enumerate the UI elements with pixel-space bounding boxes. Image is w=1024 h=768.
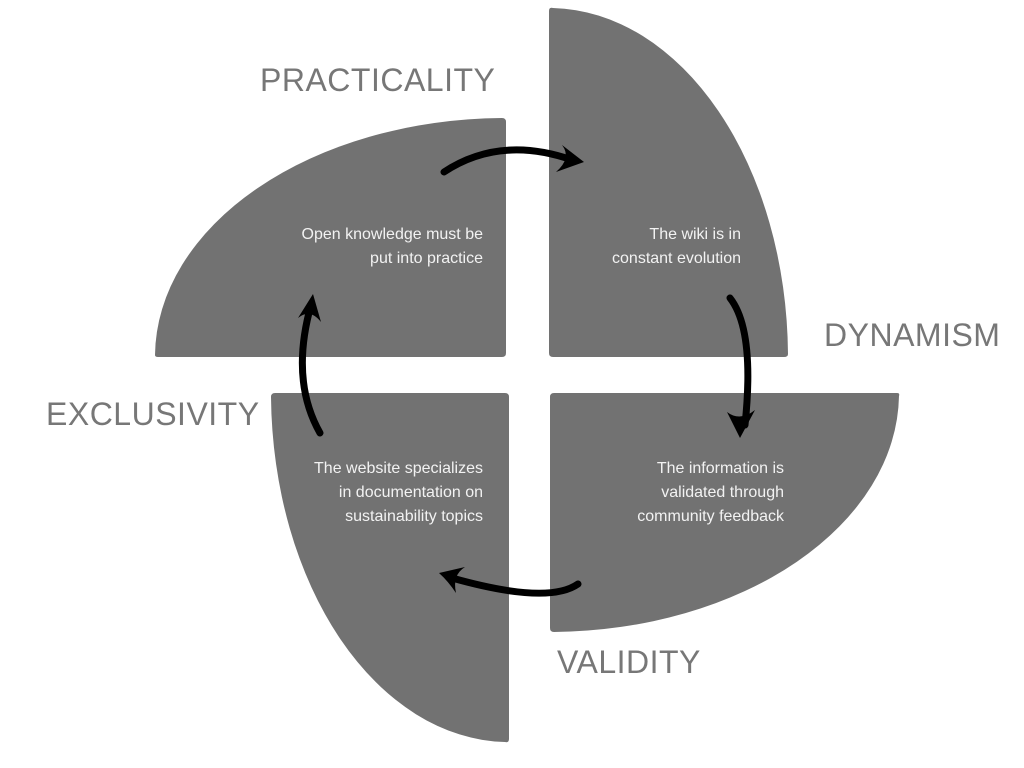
arrow-practicality-to-dynamism xyxy=(440,145,584,176)
description-line: community feedback xyxy=(637,508,784,525)
quadrant-exclusivity-shape xyxy=(271,393,509,743)
quadrant-validity-shape xyxy=(550,393,900,632)
label-exclusivity: EXCLUSIVITY xyxy=(46,396,260,432)
label-validity: VALIDITY xyxy=(557,644,701,680)
description-line: validated through xyxy=(661,484,784,501)
description-line: constant evolution xyxy=(612,250,741,267)
description-validity: The information is validated through com… xyxy=(637,457,784,529)
description-line: The wiki is in xyxy=(649,226,741,243)
description-line: The website specializes xyxy=(314,460,483,477)
arrow-exclusivity-to-practicality xyxy=(298,294,324,437)
label-practicality: PRACTICALITY xyxy=(260,62,496,98)
description-practicality: Open knowledge must be put into practice xyxy=(302,223,483,271)
description-line: in documentation on xyxy=(338,484,483,501)
description-line: put into practice xyxy=(370,250,483,267)
description-line: Open knowledge must be xyxy=(301,226,483,243)
description-line: The information is xyxy=(656,460,784,477)
description-line: sustainability topics xyxy=(345,508,483,525)
arrow-validity-to-exclusivity xyxy=(439,567,582,597)
quadrant-dynamism-shape xyxy=(549,7,788,358)
label-dynamism: DYNAMISM xyxy=(824,317,1001,353)
quadrant-practicality-shape xyxy=(155,118,506,357)
description-exclusivity: The website specializes in documentation… xyxy=(314,457,483,529)
description-dynamism: The wiki is in constant evolution xyxy=(612,223,741,271)
arrow-dynamism-to-validity xyxy=(726,294,755,438)
